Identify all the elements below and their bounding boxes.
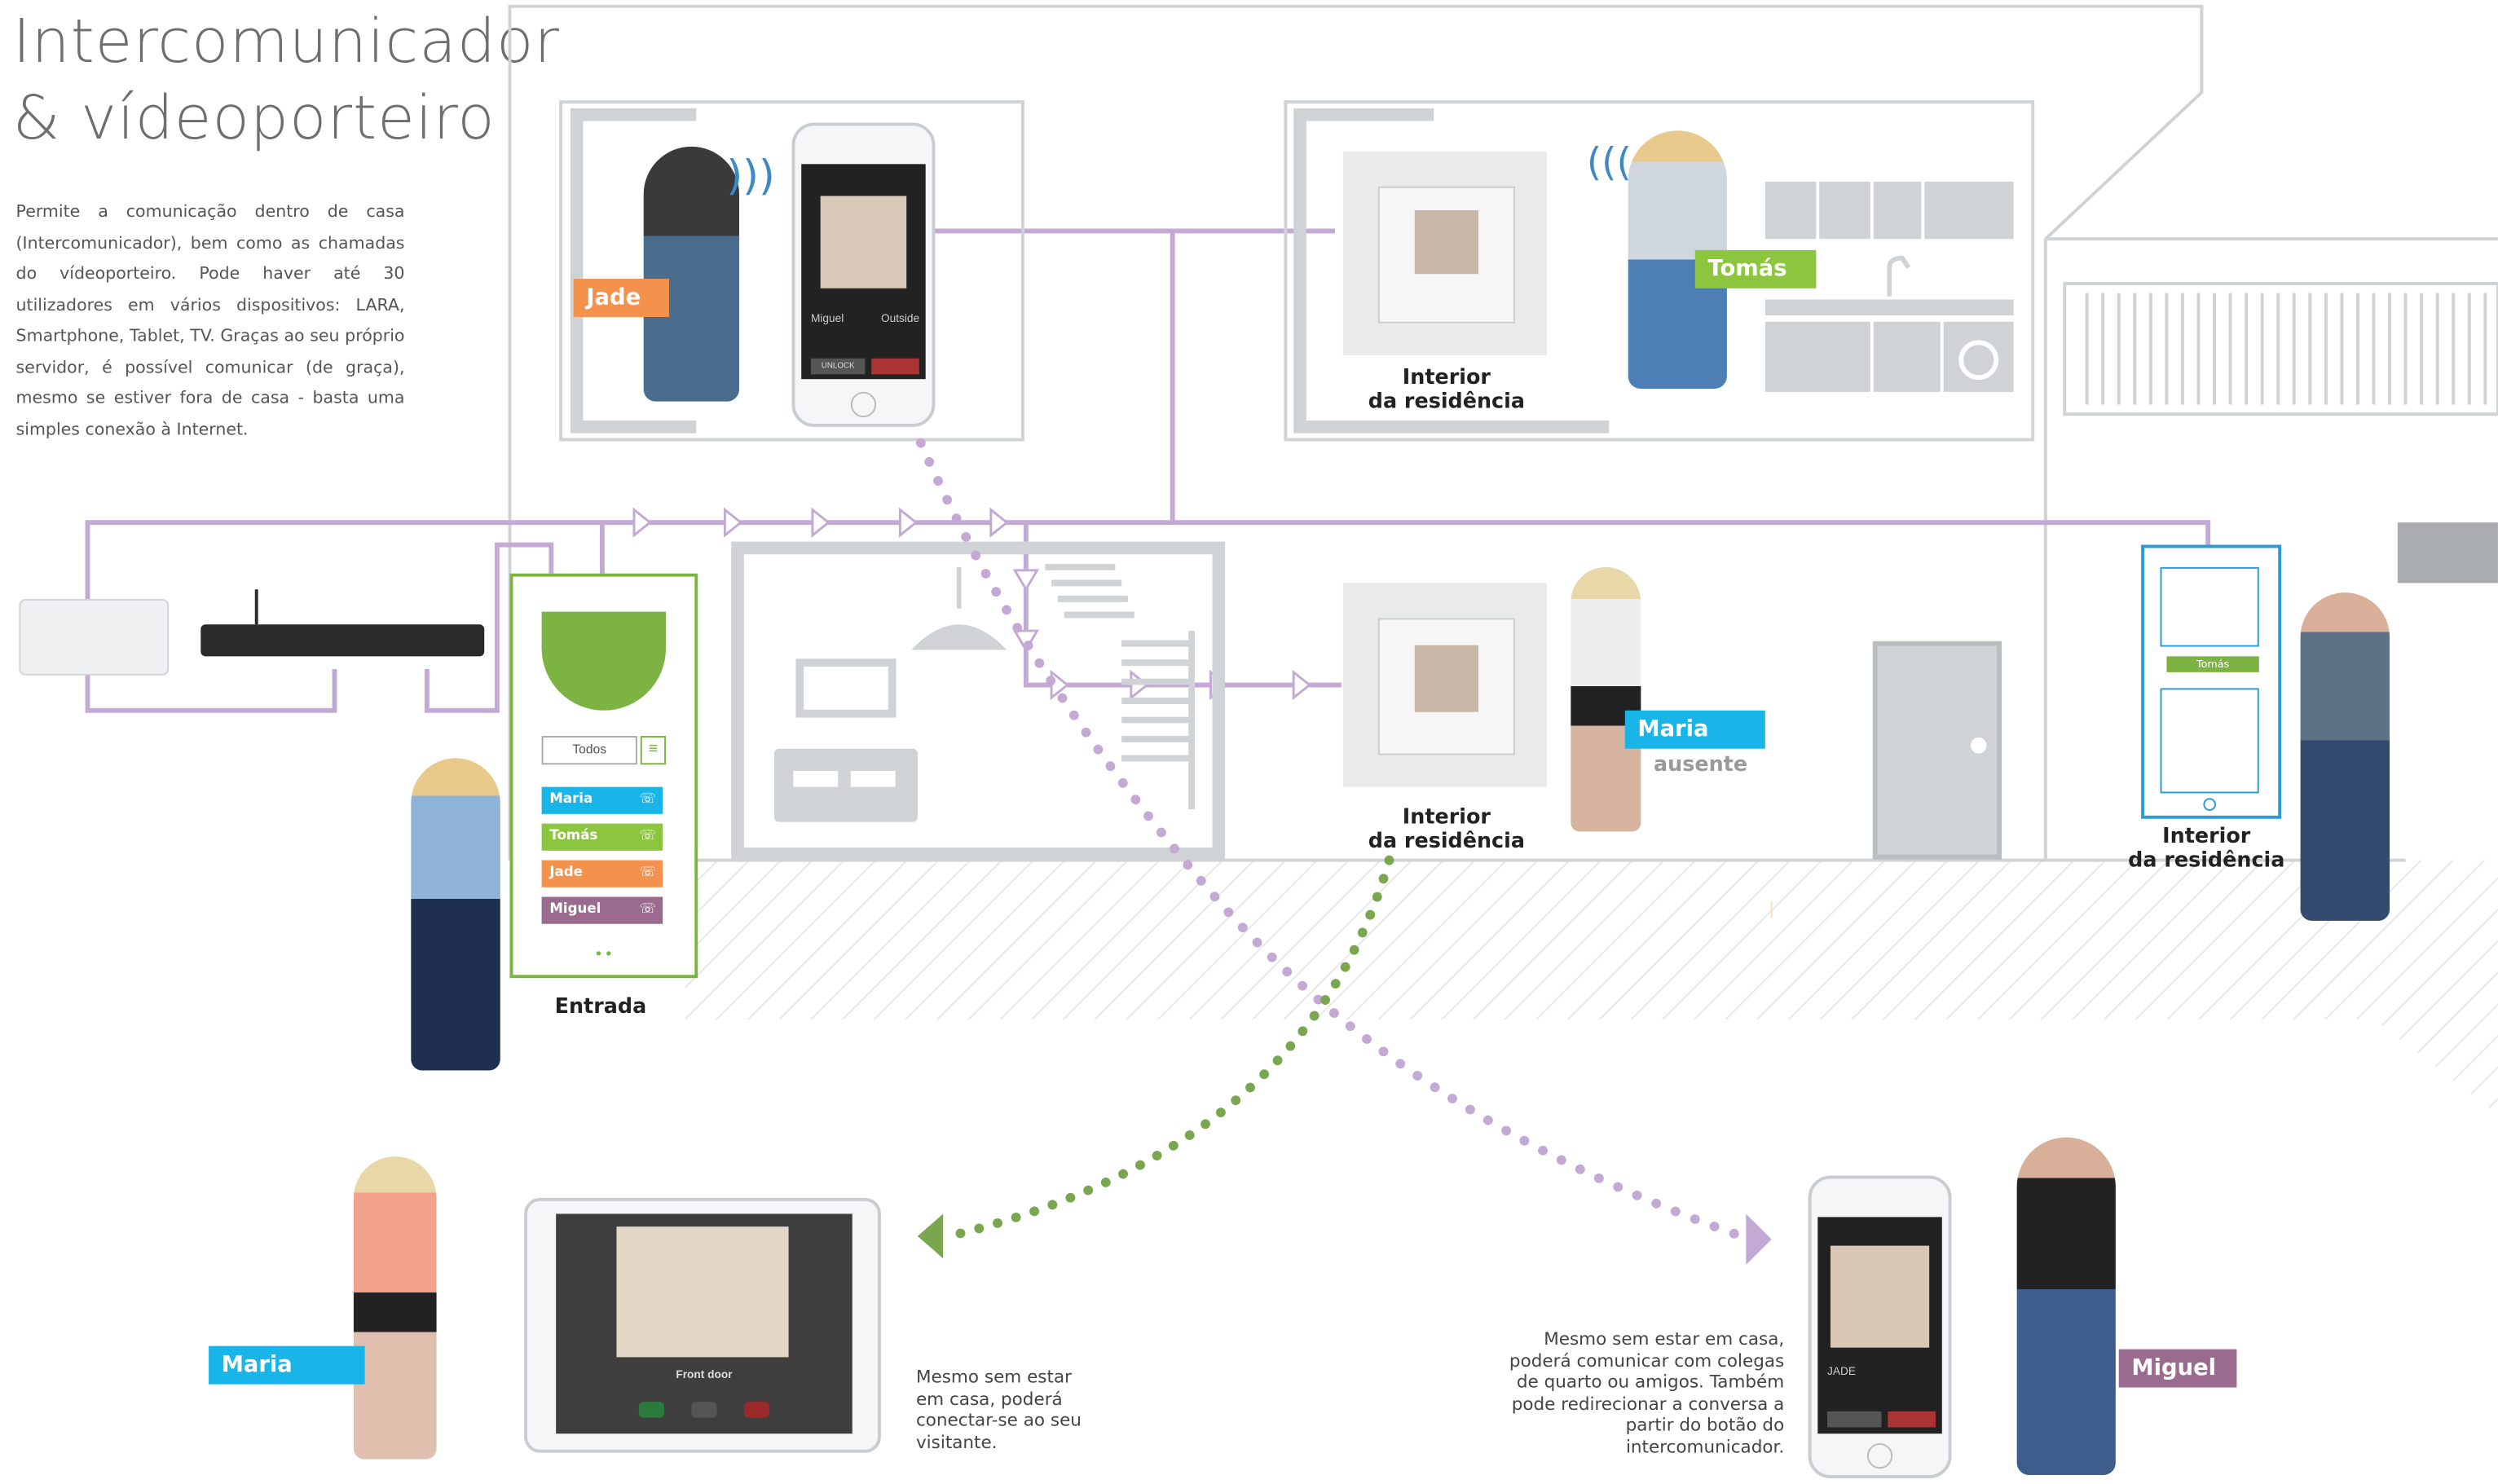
wall-block xyxy=(2397,522,2498,583)
phone-caller-name: Miguel xyxy=(810,314,844,325)
kitchen-icon xyxy=(1764,181,2014,392)
phone-caller-name: JADE xyxy=(1827,1367,1857,1378)
unlock-button[interactable] xyxy=(1827,1411,1882,1428)
panel-user-name: Jade xyxy=(549,865,583,881)
answer-button[interactable] xyxy=(638,1402,665,1418)
panel-user-row[interactable]: Miguel ☏ xyxy=(541,896,663,924)
unlock-button[interactable]: UNLOCK xyxy=(810,358,866,375)
panel-user-name: Tomás xyxy=(549,828,598,844)
todos-button[interactable]: Todos xyxy=(541,736,637,765)
panel-user-row[interactable]: Maria ☏ xyxy=(541,786,663,814)
woman-pressing-panel-figure xyxy=(411,758,500,1071)
panel-user-row[interactable]: Jade ☏ xyxy=(541,860,663,887)
call-icon[interactable]: ☏ xyxy=(639,901,657,918)
panel-dots-icon: • • xyxy=(596,946,612,964)
tablet-screen: Front door xyxy=(556,1213,852,1434)
bedroom xyxy=(731,541,1226,861)
switch-antenna-icon xyxy=(254,589,258,625)
jade-figure xyxy=(643,146,739,402)
panel-speaker xyxy=(2160,566,2259,647)
man-pressing-panel-figure xyxy=(2300,592,2390,921)
smartphone-bottom: JADE xyxy=(1808,1175,1952,1478)
tag-maria: Maria xyxy=(1624,710,1765,749)
tag-tomas: Tomás xyxy=(1694,249,1817,288)
home-button[interactable] xyxy=(850,391,877,418)
panel-display xyxy=(2160,688,2259,794)
wireless-signal-icon: ((( xyxy=(1586,140,1632,185)
tag-miguel: Miguel xyxy=(2118,1349,2237,1388)
hangup-button[interactable] xyxy=(1888,1411,1936,1428)
panel-user-name: Maria xyxy=(549,791,593,808)
menu-icon[interactable]: ≡ xyxy=(640,736,667,765)
lara-screen-photo xyxy=(1414,210,1478,275)
hangup-button[interactable] xyxy=(743,1402,770,1418)
phone-screen: Miguel Outside UNLOCK xyxy=(801,164,926,380)
note-phone: Mesmo sem estar em casa, poderá comunica… xyxy=(1509,1328,1785,1457)
lamp-icon xyxy=(911,624,1007,650)
caption-interior-right: Interior da residência xyxy=(2128,825,2285,874)
dotted-path-phone xyxy=(915,438,1772,1266)
bed-icon xyxy=(773,748,918,822)
wireless-signal-icon: ))) xyxy=(726,152,775,201)
lara-panel-middle xyxy=(1342,583,1548,787)
intro-text: Permite a comunicação dentro de casa (In… xyxy=(15,202,405,439)
room-tomas xyxy=(1284,100,2035,442)
smartphone-top: Miguel Outside UNLOCK xyxy=(791,122,936,427)
caption-entrada: Entrada xyxy=(554,995,647,1020)
lara-screen-photo xyxy=(1414,645,1478,712)
maria-figure xyxy=(1571,566,1641,832)
wall-panel-right: Tomás xyxy=(2141,544,2282,819)
caller-photo xyxy=(820,196,907,288)
call-icon[interactable]: ☏ xyxy=(639,791,657,808)
hangup-button[interactable] xyxy=(871,358,919,375)
building-outline xyxy=(508,4,2204,861)
phone-screen: JADE xyxy=(1817,1217,1942,1434)
tag-maria-bottom: Maria xyxy=(209,1345,365,1385)
title-line-2: & vídeoporteiro xyxy=(12,82,496,153)
tablet-label: Front door xyxy=(676,1370,733,1381)
title-line-1: Intercomunicador xyxy=(12,6,560,77)
call-icon[interactable]: ☏ xyxy=(639,828,657,844)
panel-speaker xyxy=(541,611,667,711)
note-tablet: Mesmo sem estar em casa, poderá conectar… xyxy=(915,1367,1082,1452)
panel-button[interactable] xyxy=(2203,798,2216,811)
tag-jade: Jade xyxy=(573,279,669,317)
network-switch-icon xyxy=(200,624,485,657)
room-jade xyxy=(559,100,1024,442)
maria-status: ausente xyxy=(1653,753,1748,777)
selected-user[interactable]: Tomás xyxy=(2166,656,2259,672)
visitor-photo xyxy=(616,1226,789,1358)
floor-hatch xyxy=(685,860,2498,1116)
caption-interior-top: Interior da residência xyxy=(1368,366,1525,415)
home-button[interactable] xyxy=(1866,1442,1893,1469)
phone-source: Outside xyxy=(880,314,920,325)
caption-interior-middle: Interior da residência xyxy=(1368,806,1525,854)
entrance-panel: Todos ≡ Maria ☏ Tomás ☏ Jade ☏ Miguel ☏ • • xyxy=(509,573,698,979)
page-title: Intercomunicador & vídeoporteiro xyxy=(13,3,560,156)
panel-user-name: Miguel xyxy=(549,901,601,918)
panel-user-row[interactable]: Tomás ☏ xyxy=(541,823,663,851)
tv-icon xyxy=(795,658,897,718)
dotted-path-tablet xyxy=(917,855,1394,1259)
unlock-button[interactable] xyxy=(691,1402,717,1418)
miguel-figure xyxy=(2016,1137,2116,1476)
tablet: Front door xyxy=(524,1197,881,1453)
call-icon[interactable]: ☏ xyxy=(639,865,657,881)
server-box-icon xyxy=(19,598,170,676)
caller-photo xyxy=(1830,1245,1930,1348)
stairs-icon xyxy=(1045,563,1196,809)
maria-bottom-figure xyxy=(353,1156,437,1460)
lara-panel-top xyxy=(1342,151,1548,355)
